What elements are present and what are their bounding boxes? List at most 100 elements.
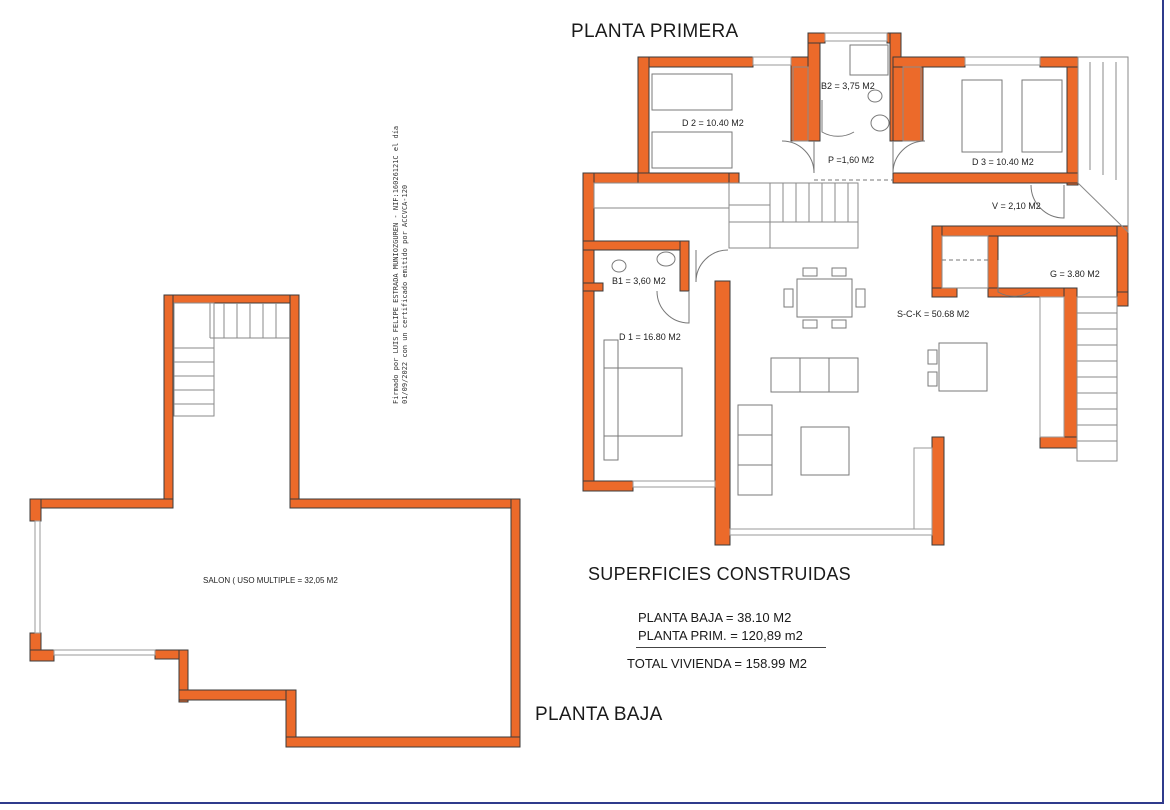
uf-wall-b1-top — [582, 240, 689, 251]
gf-wall-top-right — [289, 498, 521, 509]
room-label-v: V = 2,10 M2 — [992, 201, 1041, 211]
gf-window-left — [34, 520, 41, 634]
uf-shower-b2 — [849, 44, 889, 76]
uf-wall-g-top — [931, 225, 1129, 237]
uf-door-g — [997, 260, 1031, 297]
uf-wall-d1-right — [714, 280, 731, 546]
uf-door-d1 — [656, 290, 690, 324]
uf-basin-b1 — [656, 251, 676, 267]
uf-wall-b1-bottom — [582, 282, 604, 292]
uf-bed-d1 — [603, 367, 683, 437]
gf-wall-top-left — [29, 498, 174, 509]
signature-line-1: Firmado por LUIS FELIPE ESTRADA MUNIOZGU… — [392, 125, 400, 404]
room-label-d1: D 1 = 16.80 M2 — [619, 332, 681, 342]
uf-wardrobe-v — [941, 235, 989, 289]
uf-wall-d3-right — [1066, 56, 1079, 186]
uf-bed-d3-b — [1021, 79, 1063, 153]
ground-floor-plan — [29, 294, 521, 748]
uf-kitchen-table — [938, 342, 988, 392]
summary-planta-prim: PLANTA PRIM. = 120,89 m2 — [638, 628, 803, 643]
uf-stair-right — [1076, 296, 1118, 462]
uf-wall-bottom-left — [582, 480, 634, 492]
room-label-d3: D 3 = 10.40 M2 — [972, 157, 1034, 167]
gf-wall-right — [510, 498, 521, 748]
uf-bed-d2-b — [651, 131, 733, 169]
uf-sofa-b — [737, 404, 773, 496]
gf-wall-core-left — [163, 294, 174, 509]
digital-signature: Firmado por LUIS FELIPE ESTRADA MUNIOZGU… — [392, 44, 410, 404]
uf-wardrobe-corridor — [593, 182, 730, 209]
uf-wall-g-left — [931, 225, 943, 298]
uf-wall-d3-top — [892, 56, 966, 68]
title-planta-baja: PLANTA BAJA — [535, 704, 663, 725]
uf-wall-stair-top — [728, 172, 740, 184]
room-label-b2: B2 = 3,75 M2 — [821, 81, 875, 91]
gf-wall-left-top — [29, 498, 42, 522]
uf-bed-d2-a — [651, 73, 733, 111]
uf-sofa-a — [770, 357, 859, 393]
room-label-b1: B1 = 3,60 M2 — [612, 276, 666, 286]
uf-window-b2 — [824, 32, 888, 42]
uf-wall-d3-left — [892, 56, 924, 142]
signature-line-2: 01/09/2022 con un certificado emitido po… — [401, 184, 409, 404]
summary-rule — [636, 647, 826, 648]
gf-window-bottom — [53, 649, 156, 656]
uf-door-v — [1030, 184, 1065, 219]
summary-total: TOTAL VIVIENDA = 158.99 M2 — [627, 656, 808, 671]
uf-wall-b2-top-l — [807, 32, 826, 44]
room-label-salon: SALON ( USO MULTIPLE = 32,05 M2 — [203, 576, 338, 585]
uf-coffee-table — [800, 426, 850, 476]
uf-wall-g-bottom — [931, 287, 958, 298]
uf-window-d2 — [752, 56, 792, 66]
uf-wall-d2-top — [637, 56, 754, 68]
room-label-sck: S-C-K = 50.68 M2 — [897, 309, 970, 319]
uf-wall-b2-left — [807, 32, 821, 142]
room-label-g: G = 3.80 M2 — [1050, 269, 1100, 279]
uf-wall-d3-bottom — [892, 172, 1079, 184]
uf-wall-outer-left — [582, 172, 595, 492]
uf-wall-b1-right — [679, 240, 690, 292]
uf-window-living — [729, 528, 933, 536]
uf-window-right — [1039, 296, 1065, 438]
title-planta-primera: PLANTA PRIMERA — [571, 21, 739, 42]
gf-stair-landing — [173, 302, 215, 417]
uf-stair-treads — [729, 183, 858, 248]
uf-window-d1 — [632, 480, 716, 488]
uf-dining-table — [796, 278, 853, 318]
uf-wall-living-bottom-r — [931, 436, 945, 546]
gf-stair-treads — [174, 303, 290, 405]
gf-wall-core-right — [289, 294, 300, 509]
room-label-p: P =1,60 M2 — [828, 155, 875, 165]
uf-bed-d1-pillow — [603, 339, 619, 461]
uf-door-living — [695, 249, 729, 283]
uf-wall-right-stub — [1116, 291, 1129, 307]
uf-wall-d3-top-r — [1039, 56, 1079, 68]
uf-window-terrace — [913, 447, 933, 530]
uf-roof-top-right — [1077, 56, 1129, 234]
upper-floor-plan — [582, 32, 1129, 546]
gf-wall-core-top — [163, 294, 300, 304]
uf-basin-b2 — [870, 114, 890, 132]
uf-wall-d2-bottom — [637, 172, 730, 184]
uf-wc-b1 — [611, 259, 627, 273]
uf-door-d3 — [892, 140, 926, 174]
uf-stair-main — [728, 182, 859, 249]
uf-wardrobe-d2 — [792, 66, 809, 142]
uf-wardrobe-d3 — [902, 66, 922, 142]
uf-wc-b2 — [867, 89, 883, 103]
uf-door-d2 — [781, 140, 815, 174]
uf-door-b2 — [821, 100, 855, 137]
uf-wall-stair2-bottom — [1039, 436, 1078, 449]
uf-stair-right-treads — [1077, 312, 1117, 442]
uf-kitchen-chair-a — [927, 349, 938, 365]
summary-heading: SUPERFICIES CONSTRUIDAS — [588, 564, 851, 584]
room-label-d2: D 2 = 10.40 M2 — [682, 118, 744, 128]
uf-wall-stair2-left — [1063, 287, 1078, 449]
uf-dining-chairs — [783, 267, 866, 329]
gf-wall-step-2h — [178, 689, 297, 701]
gf-wall-bottom-left — [29, 649, 55, 662]
summary-planta-baja: PLANTA BAJA = 38.10 M2 — [638, 610, 792, 625]
uf-window-d3 — [964, 56, 1041, 66]
